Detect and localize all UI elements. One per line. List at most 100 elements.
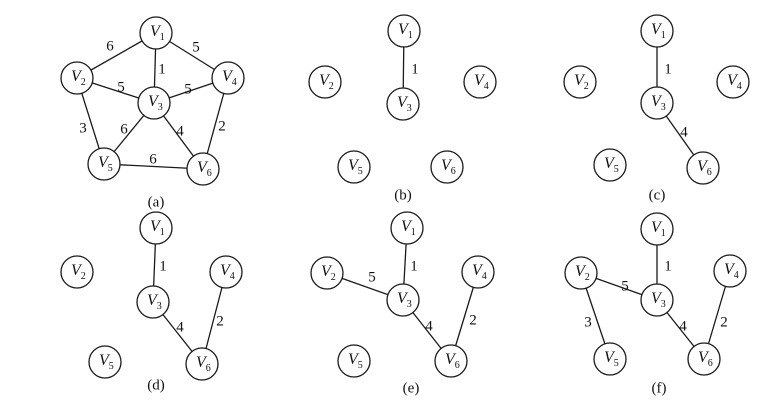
node-letter: V: [651, 93, 663, 110]
node-label: V4: [727, 72, 742, 92]
node-subscript: 3: [407, 299, 412, 310]
node-subscript: 3: [407, 103, 412, 114]
node-circle: [716, 65, 750, 99]
node-subscript: 5: [108, 163, 113, 174]
node-label: V6: [196, 354, 211, 374]
node-label: V5: [604, 349, 619, 369]
node-circle: [387, 14, 421, 48]
edge-weight-v1-v3: 1: [159, 258, 167, 274]
node-v5: V5: [337, 150, 371, 184]
edge-weight-v3-v6: 4: [425, 318, 433, 334]
node-label: V4: [220, 262, 235, 282]
node-letter: V: [651, 290, 663, 307]
panel-caption: (d): [147, 377, 165, 393]
edge-weight-v3-v6: 4: [176, 319, 184, 335]
node-subscript: 6: [207, 168, 212, 179]
node-v6: V6: [186, 152, 220, 186]
node-circle: [139, 16, 173, 50]
node-circle: [88, 345, 122, 379]
node-label: V6: [697, 158, 712, 178]
node-label: V2: [71, 68, 86, 88]
node-letter: V: [348, 157, 360, 174]
node-v3: V3: [386, 283, 420, 317]
node-circle: [461, 255, 495, 289]
node-circle: [310, 256, 344, 290]
node-letter: V: [99, 352, 111, 369]
node-label: V1: [651, 219, 666, 239]
node-subscript: 6: [206, 363, 211, 374]
node-label: V6: [698, 349, 713, 369]
node-circle: [186, 152, 220, 186]
node-circle: [60, 255, 94, 289]
node-letter: V: [698, 349, 710, 366]
node-v2: V2: [310, 256, 344, 290]
node-v6: V6: [434, 344, 468, 378]
node-circle: [463, 65, 497, 99]
node-letter: V: [147, 292, 159, 309]
node-letter: V: [441, 157, 453, 174]
node-label: V2: [319, 72, 334, 92]
node-v4: V4: [211, 61, 245, 95]
node-label: V4: [724, 261, 739, 281]
node-letter: V: [98, 154, 110, 171]
node-subscript: 2: [584, 81, 589, 92]
node-label: V1: [398, 21, 413, 41]
node-subscript: 1: [411, 227, 416, 238]
node-circle: [185, 347, 219, 381]
node-subscript: 5: [109, 361, 114, 372]
node-v5: V5: [88, 345, 122, 379]
node-subscript: 3: [158, 102, 163, 113]
node-v6: V6: [430, 150, 464, 184]
node-subscript: 2: [331, 272, 336, 283]
node-circle: [563, 65, 597, 99]
node-v1: V1: [640, 14, 674, 48]
node-letter: V: [401, 218, 413, 235]
node-subscript: 1: [661, 228, 666, 239]
node-label: V3: [148, 93, 163, 113]
node-subscript: 1: [661, 30, 666, 41]
node-letter: V: [150, 218, 162, 235]
edge-weight-v4-v6: 2: [720, 314, 728, 330]
edge-weight-v1-v3: 1: [411, 61, 419, 77]
node-label: V5: [99, 352, 114, 372]
edge-weight-v2-v3: 5: [621, 278, 629, 294]
edge-weight-v3-v4: 5: [184, 81, 192, 97]
node-circle: [687, 342, 721, 376]
edge-weight-v1-v3: 1: [410, 258, 418, 274]
node-label: V5: [348, 351, 363, 371]
node-label: V4: [222, 68, 237, 88]
node-v4: V4: [463, 65, 497, 99]
node-v2: V2: [60, 61, 94, 95]
node-v2: V2: [563, 65, 597, 99]
edge-weight-v1-v4: 5: [192, 39, 200, 55]
node-v3: V3: [640, 283, 674, 317]
node-circle: [211, 61, 245, 95]
node-letter: V: [196, 354, 208, 371]
node-letter: V: [727, 72, 739, 89]
node-letter: V: [474, 72, 486, 89]
node-subscript: 2: [81, 271, 86, 282]
node-letter: V: [724, 261, 736, 278]
node-label: V2: [321, 263, 336, 283]
node-letter: V: [319, 72, 331, 89]
node-label: V1: [150, 23, 165, 43]
node-subscript: 4: [482, 271, 487, 282]
node-subscript: 3: [661, 299, 666, 310]
node-v4: V4: [209, 255, 243, 289]
node-letter: V: [71, 68, 83, 85]
node-subscript: 3: [157, 301, 162, 312]
node-label: V5: [348, 157, 363, 177]
node-label: V3: [147, 292, 162, 312]
node-circle: [713, 254, 747, 288]
node-label: V2: [574, 72, 589, 92]
node-circle: [308, 65, 342, 99]
node-circle: [139, 211, 173, 245]
node-subscript: 4: [737, 81, 742, 92]
node-label: V1: [150, 218, 165, 238]
edge-weight-v4-v6: 2: [469, 312, 477, 328]
node-subscript: 3: [661, 102, 666, 113]
edge-weight-v3-v6: 4: [176, 123, 184, 139]
node-v3: V3: [386, 87, 420, 121]
node-v6: V6: [687, 342, 721, 376]
